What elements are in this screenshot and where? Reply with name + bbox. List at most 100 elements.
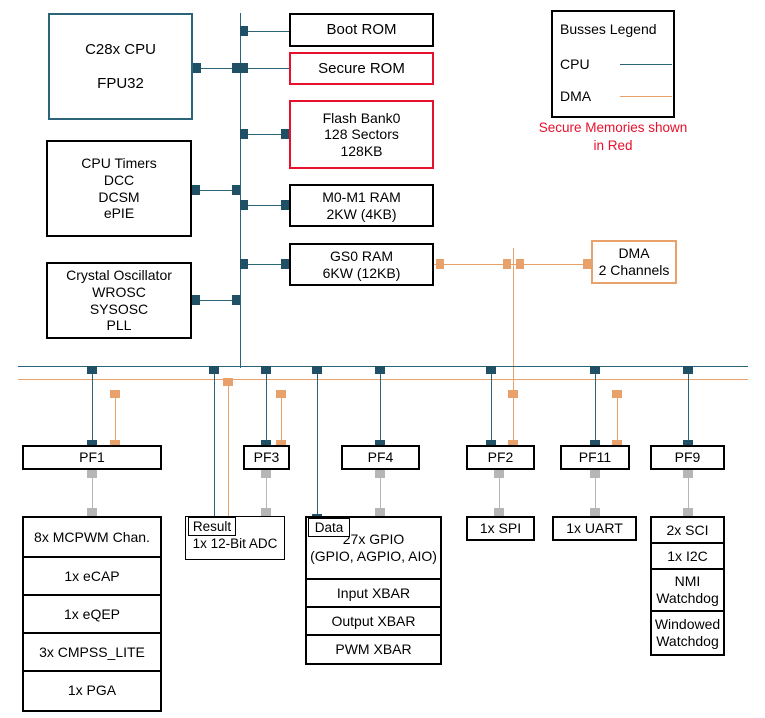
pf1-dma-drop-line: [115, 392, 116, 446]
pf1-peripheral-row-1-line-0: 1x eCAP: [64, 567, 120, 584]
block-secure-rom: Secure ROM: [289, 52, 434, 85]
pf1-peripheral-row-3: 3x CMPSS_LITE: [24, 634, 160, 672]
adc-result-dma-arrow-up: [223, 378, 233, 386]
legend-dma-swatch: [620, 96, 672, 97]
pf3-dma-arrow-down: [276, 440, 286, 448]
pf11-connector-arrow-down: [590, 508, 600, 516]
cpu-to-trunk-line: [193, 68, 240, 69]
pf4-cpu-arrow-down: [375, 440, 385, 448]
gpio-peripheral-row-0: 27x GPIO(GPIO, AGPIO, AIO): [307, 518, 440, 580]
gs0-bus-arrow-right: [281, 259, 289, 269]
block-dma: DMA 2 Channels: [591, 240, 677, 284]
spi-label: 1x SPI: [479, 520, 522, 537]
pf9-connector-arrow-down: [683, 508, 693, 516]
gs0-line-2: 6KW (12KB): [322, 264, 401, 281]
comms-peripheral-row-2-line-0: NMI: [674, 573, 701, 590]
timers-line-4: ePIE: [103, 205, 135, 222]
pf1-peripheral-row-3-line-0: 3x CMPSS_LITE: [39, 643, 145, 660]
block-flash-bank0: Flash Bank0 128 Sectors 128KB: [289, 100, 434, 169]
pf3-cpu-arrow-up: [261, 366, 271, 374]
block-boot-rom: Boot ROM: [289, 13, 434, 47]
pf-block-pf4: PF4: [341, 445, 420, 470]
block-crystal-oscillator: Crystal Oscillator WROSC SYSOSC PLL: [46, 262, 192, 339]
gpio-peripheral-row-3-line-0: PWM XBAR: [335, 641, 412, 658]
secure-memories-note: Secure Memories shown in Red: [538, 119, 688, 154]
legend-title: Busses Legend: [560, 21, 657, 37]
dma-bus-rail: [18, 379, 748, 380]
gpio-data-cpu-arrow-up: [312, 366, 322, 374]
timers-bus-arrow-right: [232, 185, 240, 195]
adc-result-cpu-arrow-up: [209, 366, 219, 374]
flash-bus-arrow-left: [240, 129, 248, 139]
clock-bus-arrow-left: [192, 295, 200, 305]
pf4-peripheral-connector: [380, 472, 381, 514]
pf2-dma-drop-line: [513, 392, 514, 446]
securerom-bus-arrow: [240, 63, 248, 73]
pf1-peripheral-row-1: 1x eCAP: [24, 558, 160, 596]
pf1-cpu-arrow-down: [87, 440, 97, 448]
flash-bus-line: [240, 134, 289, 135]
pf1-peripheral-row-4-line-0: 1x PGA: [67, 682, 117, 699]
block-gs0-ram: GS0 RAM 6KW (12KB): [289, 243, 434, 286]
m0m1-bus-arrow-left: [240, 200, 248, 210]
legend-dma-label: DMA: [560, 88, 592, 104]
block-spi: 1x SPI: [466, 516, 535, 541]
gpio-peripheral-row-2: Output XBAR: [307, 608, 440, 636]
securerom-bus-line: [240, 68, 289, 69]
pf1-peripheral-row-2-line-0: 1x eQEP: [63, 605, 121, 622]
pf-block-pf11: PF11: [560, 445, 630, 470]
pf3-dma-arrow-up: [276, 390, 286, 398]
boot-rom-label: Boot ROM: [326, 21, 397, 39]
m0m1-bus-line: [240, 205, 289, 206]
pf1-label: PF1: [79, 449, 105, 466]
pf11-peripheral-connector: [595, 472, 596, 514]
comms-peripheral-row-2-line-1: Watchdog: [656, 590, 719, 606]
m0m1-line-1: M0-M1 RAM: [322, 188, 401, 205]
clock-line-3: SYSOSC: [89, 300, 149, 317]
pf2-connector-arrow-up: [494, 470, 504, 478]
pf-block-pf3: PF3: [243, 445, 290, 470]
block-c28x-cpu: C28x CPU FPU32: [48, 13, 193, 120]
pf2-connector-arrow-down: [494, 508, 504, 516]
adc-result-label: Result: [192, 519, 232, 534]
cpu-line-1: C28x CPU: [85, 40, 156, 58]
clock-bus-line: [192, 300, 240, 301]
pf-block-pf9: PF9: [650, 445, 725, 470]
block-uart: 1x UART: [552, 516, 637, 541]
pf3-connector-arrow-down: [261, 508, 271, 516]
pf9-label: PF9: [674, 449, 701, 466]
comms-peripheral-row-1-line-0: 1x I2C: [667, 547, 708, 564]
pf3-cpu-drop-line: [266, 368, 267, 446]
pf9-cpu-arrow-up: [683, 366, 693, 374]
pf1-cpu-arrow-up: [87, 366, 97, 374]
dma-block-arrow-right: [583, 259, 591, 269]
m0m1-line-2: 2KW (4KB): [326, 205, 397, 222]
block-cpu-timers: CPU Timers DCC DCSM ePIE: [46, 140, 192, 237]
timers-line-3: DCSM: [98, 188, 140, 205]
block-m0-m1-ram: M0-M1 RAM 2KW (4KB): [289, 184, 434, 227]
comms-peripheral-row-0: 2x SCI: [652, 518, 723, 544]
pf2-dma-arrow-up: [508, 390, 518, 398]
timers-line-1: CPU Timers: [81, 155, 157, 172]
dma-gs0-line: [434, 264, 513, 265]
pf1-peripheral-row-2: 1x eQEP: [24, 596, 160, 634]
flash-line-3: 128KB: [340, 142, 383, 159]
cpu-to-trunk-arrow-left: [193, 63, 201, 73]
adc-result-tab: Result: [188, 517, 236, 536]
clock-line-1: Crystal Oscillator: [66, 267, 172, 284]
pf11-label: PF11: [578, 449, 612, 466]
pf2-label: PF2: [487, 449, 514, 466]
secure-rom-label: Secure ROM: [318, 59, 405, 77]
pf2-cpu-drop-line: [491, 368, 492, 446]
pf1-cpu-drop-line: [92, 368, 93, 446]
pf2-dma-arrow-down: [508, 440, 518, 448]
pf3-connector-arrow-up: [261, 470, 271, 478]
dma-line-2: 2 Channels: [598, 262, 670, 278]
dma-block-line: [513, 264, 591, 265]
uart-label: 1x UART: [566, 520, 623, 537]
dma-block-arrow-left: [516, 259, 524, 269]
pf11-dma-arrow-up: [612, 390, 622, 398]
